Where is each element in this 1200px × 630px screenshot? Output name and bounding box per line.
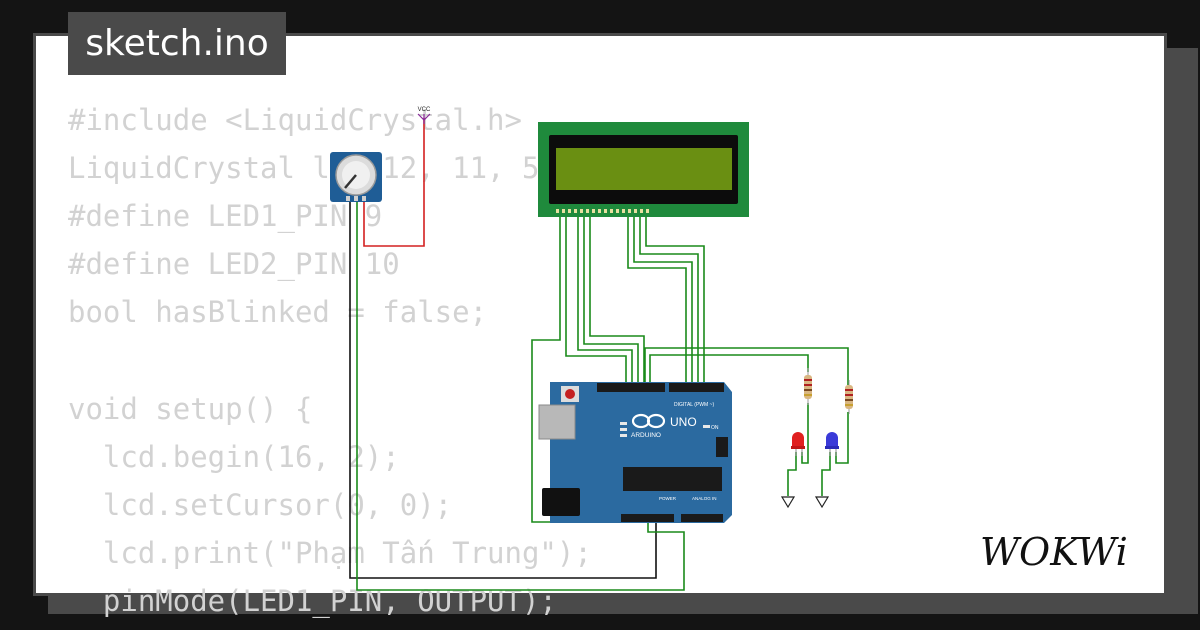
wire-led2-gnd[interactable] xyxy=(821,452,831,496)
wire-led2[interactable] xyxy=(644,347,849,388)
wire-lcd-d7[interactable] xyxy=(639,212,699,388)
wire-lcd-rw[interactable] xyxy=(577,212,633,388)
code-line: lcd.print("Phạm Tấn Trung"); xyxy=(68,535,592,570)
lcd-pin-header xyxy=(556,209,649,213)
ground-symbol-2 xyxy=(814,496,830,509)
code-listing: #include <LiquidCrystal.h>LiquidCrystal … xyxy=(68,96,731,625)
wire-led1[interactable] xyxy=(649,354,809,388)
code-line: #define LED2_PIN 10 xyxy=(68,247,400,282)
lcd-display[interactable] xyxy=(538,122,749,217)
wokwi-logo-text: WOKWi xyxy=(980,530,1128,574)
vcc-label: VCC xyxy=(418,107,431,113)
wire-res2-led2[interactable] xyxy=(835,412,849,464)
wire-pot-gnd[interactable] xyxy=(349,200,657,579)
wire-lcd-d5[interactable] xyxy=(627,212,687,388)
sketch-title-tab: sketch.ino xyxy=(68,12,286,75)
ground-symbol-1 xyxy=(780,496,796,509)
on-label: ON xyxy=(711,425,719,431)
potentiometer[interactable] xyxy=(330,152,382,202)
wires xyxy=(349,118,849,591)
wire-lcd-e[interactable] xyxy=(583,212,639,388)
arduino-uno[interactable]: DIGITAL (PWM ~) UNO ARDUINO ON POWER ANA… xyxy=(538,382,732,523)
wire-vcc[interactable] xyxy=(363,118,425,247)
arduino-logo-icon xyxy=(631,413,666,429)
code-line: lcd.setCursor(0, 0); xyxy=(68,487,453,522)
power-label: POWER xyxy=(659,496,677,501)
wire-led1-gnd[interactable] xyxy=(787,452,797,496)
code-line: lcd.begin(16, 2); xyxy=(68,439,400,474)
wokwi-logo: WOKWi xyxy=(980,530,1128,574)
led-blue[interactable] xyxy=(825,432,839,456)
digital-header-label: DIGITAL (PWM ~) xyxy=(674,402,714,408)
led-red[interactable] xyxy=(791,432,805,456)
code-line: #include <LiquidCrystal.h> xyxy=(68,103,522,137)
code-line: bool hasBlinked = false; xyxy=(68,295,488,330)
wire-pot-wiper[interactable] xyxy=(356,200,685,591)
arduino-model-label: UNO xyxy=(670,415,697,429)
vcc-symbol: VCC xyxy=(417,107,431,124)
resistor-2[interactable] xyxy=(845,380,853,414)
code-line: void setup() { xyxy=(68,391,313,426)
wire-lcd-d6[interactable] xyxy=(633,212,693,388)
analog-label: ANALOG IN xyxy=(692,496,717,501)
code-line: #define LED1_PIN 9 xyxy=(68,199,383,234)
resistor-1[interactable] xyxy=(804,368,812,405)
wire-lcd-a[interactable] xyxy=(645,212,705,388)
wire-lcd-d4[interactable] xyxy=(589,212,645,388)
wire-lcd-rs[interactable] xyxy=(565,212,627,388)
arduino-brand-label: ARDUINO xyxy=(631,432,661,439)
wire-res1-led1[interactable] xyxy=(801,403,809,464)
